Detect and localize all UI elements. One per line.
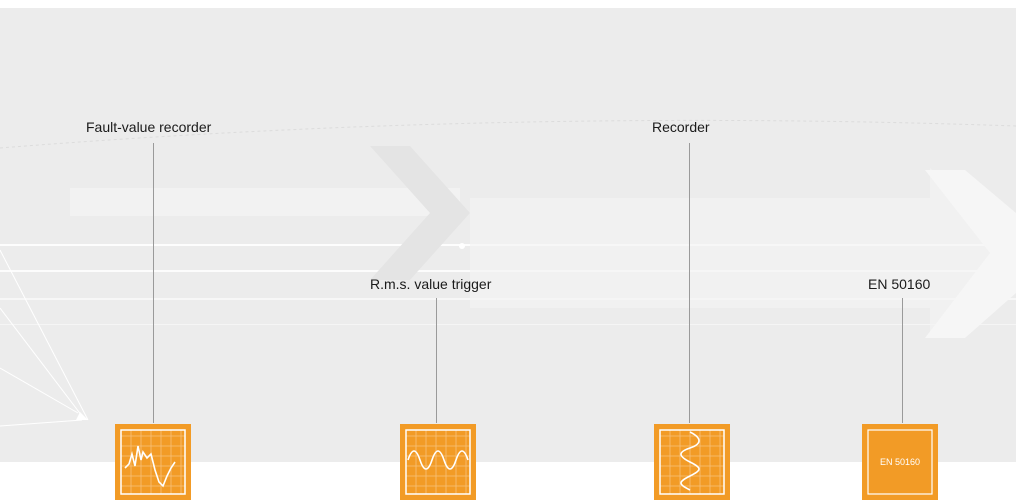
leader-line-fault-value-recorder: [153, 143, 154, 423]
leader-line-recorder: [689, 143, 690, 423]
en50160-icon-text: EN 50160: [879, 457, 921, 467]
leader-line-en50160: [902, 298, 903, 423]
diagram-canvas: [0, 8, 1016, 462]
tile-rms-value-trigger: [400, 424, 476, 500]
label-rms-value-trigger: R.m.s. value trigger: [370, 276, 492, 292]
leader-line-rms-value-trigger: [436, 298, 437, 423]
sine-wave-icon: [405, 429, 471, 495]
vertical-wave-icon: [659, 429, 725, 495]
label-fault-value-recorder: Fault-value recorder: [86, 119, 212, 135]
en50160-icon: [867, 429, 933, 495]
label-recorder: Recorder: [652, 119, 710, 135]
fault-waveform-icon: [120, 429, 186, 495]
label-en50160: EN 50160: [868, 276, 931, 292]
tile-recorder: [654, 424, 730, 500]
tile-fault-value-recorder: [115, 424, 191, 500]
background-arrows: [0, 119, 1016, 427]
tile-en50160: EN 50160: [862, 424, 938, 500]
